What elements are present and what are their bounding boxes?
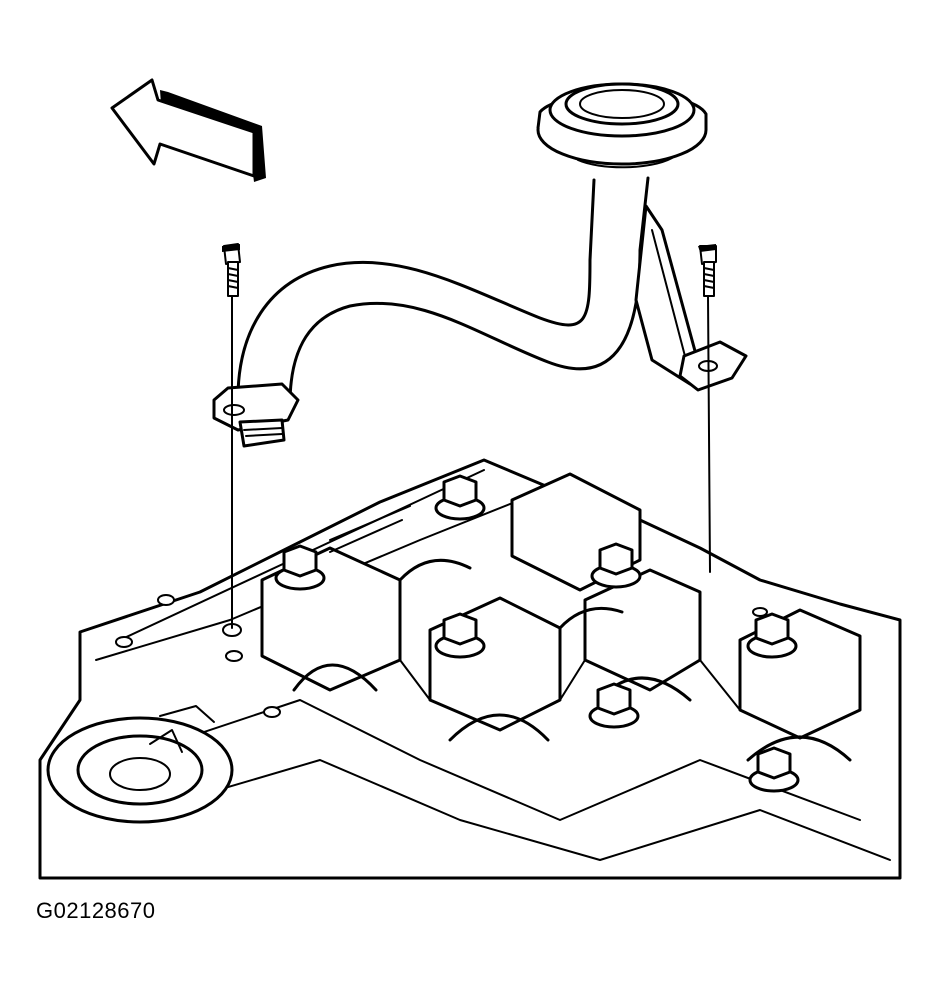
pickup-tube-bolt-right [698,244,717,573]
pickup-tube-bolt-left [222,243,241,629]
bearing-cap-bolt [746,612,798,659]
direction-arrow-icon [110,78,266,182]
bearing-cap-bolt [748,746,800,793]
figure-id-label: G02128670 [36,898,156,923]
bearing-cap-bolt [588,682,640,729]
bearing-cap-bolt [434,612,486,659]
oil-pump-pickup-tube [212,82,748,448]
engine-block [38,458,902,880]
bearing-cap-bolt [590,542,642,589]
bearing-cap-bolt [274,544,326,591]
bearing-cap-bolts [274,474,800,793]
bearing-cap-bolt [434,474,486,521]
